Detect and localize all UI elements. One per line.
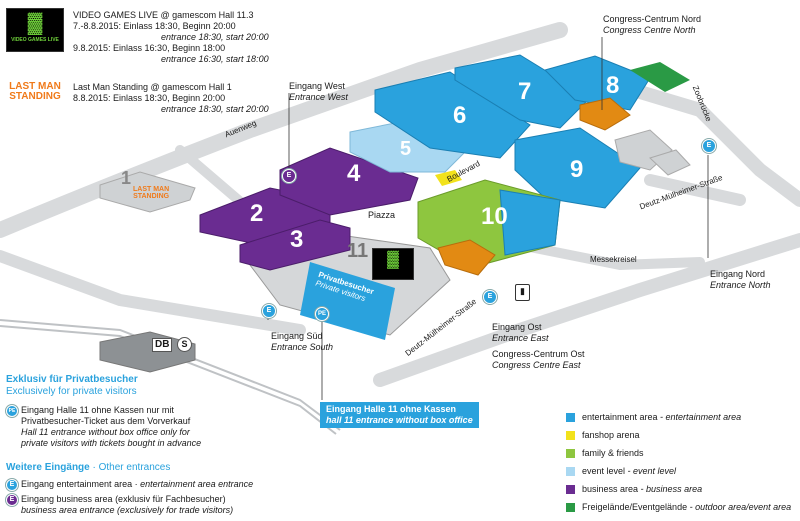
hall-9[interactable] (514, 127, 641, 209)
fanshop-arena[interactable] (435, 170, 462, 186)
db-badge: DB (152, 338, 173, 352)
space-invader-icon: ▓ (27, 12, 43, 34)
hall-number-3: 3 (290, 226, 304, 253)
legend-swatch-business (566, 485, 575, 494)
lms-logo: LAST MAN STANDING (9, 81, 61, 102)
business-entrance-note: Eingang business area (exklusiv für Fach… (21, 494, 234, 515)
hall-number-9: 9 (570, 156, 584, 183)
legend: entertainment area - entertainment area … (566, 410, 798, 518)
outdoor-area[interactable] (630, 62, 690, 92)
label-messekreisel: Messekreisel (590, 255, 637, 264)
hall-8[interactable] (544, 55, 651, 111)
hall-number-4: 4 (347, 160, 361, 187)
grey-building-e (649, 149, 691, 176)
legend-swatch-family (566, 449, 575, 458)
entertainment-entrance-note: Eingang entertainment area · entertainme… (21, 479, 254, 489)
pe-legend-icon: PE (6, 405, 18, 417)
lms-map-logo: LAST MAN STANDING (133, 186, 170, 200)
hall-7[interactable] (454, 54, 591, 129)
congress-centre-north-label: Congress-Centrum Nord Congress Centre No… (603, 14, 702, 35)
congress-centre-north[interactable] (579, 97, 631, 131)
s-bahn-icon: S (177, 337, 192, 352)
vgl-info: VIDEO GAMES LIVE @ gamescom Hall 11.3 7.… (73, 10, 269, 64)
hall-number-1: 1 (121, 168, 132, 188)
hall-number-2: 2 (250, 200, 264, 227)
hall-number-6: 6 (453, 102, 467, 129)
hall-10-blue (499, 189, 561, 256)
pe-note: Eingang Halle 11 ohne Kassen nur mit Pri… (21, 405, 202, 448)
hall-number-10: 10 (481, 203, 508, 230)
legend-swatch-entertainment (566, 413, 575, 422)
lms-info: Last Man Standing @ gamescom Hall 1 8.8.… (73, 82, 269, 114)
hall-6[interactable] (374, 71, 531, 159)
label-piazza: Piazza (368, 210, 396, 220)
entrance-south-label: Eingang Süd Entrance South (271, 331, 334, 352)
entrance-west-marker[interactable]: E (282, 169, 296, 183)
vgl-map-logo: ▓ (372, 248, 414, 280)
other-entrances-heading: Weitere Eingänge · Other entrances (6, 462, 171, 473)
business-entrance-icon: E (6, 494, 18, 506)
legend-swatch-event-level (566, 467, 575, 476)
vgl-logo: ▓ VIDEO GAMES LIVE (6, 8, 64, 52)
private-visitors-heading: Exklusiv für Privatbesucher Exclusively … (6, 374, 138, 397)
entrance-east-label: Eingang Ost Entrance East Congress-Centr… (492, 322, 585, 370)
hall-number-8: 8 (606, 72, 620, 99)
hall-number-11: 11 (347, 240, 369, 262)
hall-1[interactable] (99, 171, 196, 213)
space-invader-icon: ▓ (387, 251, 399, 268)
entrance-south-marker[interactable]: E (262, 304, 276, 318)
hall-3[interactable] (239, 219, 351, 271)
congress-centre-east[interactable] (437, 239, 496, 276)
legend-swatch-outdoor (566, 503, 575, 512)
callout-lines (267, 37, 709, 400)
entertainment-entrance-icon: E (6, 479, 18, 491)
entrance-north-marker[interactable]: E (702, 139, 716, 153)
hall-number-7: 7 (518, 78, 532, 105)
legend-swatch-fanshop (566, 431, 575, 440)
hall-number-5: 5 (400, 138, 412, 160)
private-entrance-marker[interactable]: PE (315, 307, 329, 321)
train-station-icon: ▮ (515, 284, 530, 301)
entrance-east-marker[interactable]: E (483, 290, 497, 304)
hall-4[interactable] (279, 147, 419, 216)
hall11-entrance-callout: Eingang Halle 11 ohne Kassen hall 11 ent… (320, 402, 479, 428)
entrance-west-label: Eingang West Entrance West (289, 81, 348, 102)
entrance-north-label: Eingang Nord Entrance North (710, 269, 771, 290)
